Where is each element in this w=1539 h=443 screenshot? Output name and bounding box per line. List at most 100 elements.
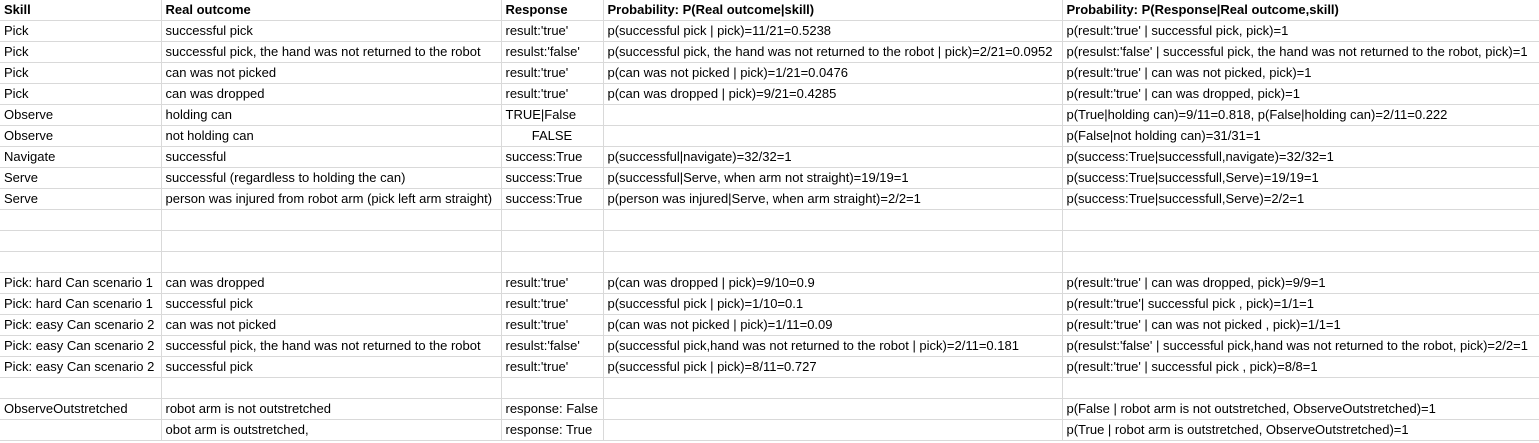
cell-skill[interactable]: Pick: easy Can scenario 2 [0,335,162,357]
cell-response[interactable]: resulst:'false' [501,41,604,63]
cell-prob-response[interactable]: p(result:'true' | successful pick , pick… [1062,356,1539,378]
cell-skill[interactable]: Observe [0,125,162,147]
cell-real-outcome[interactable]: successful pick [161,293,502,315]
cell-real-outcome[interactable]: successful [161,146,502,168]
cell-prob-response[interactable]: p(False|not holding can)=31/31=1 [1062,125,1539,147]
cell-skill[interactable]: Pick: easy Can scenario 2 [0,356,162,378]
cell-response[interactable]: result:'true' [501,20,604,42]
cell-response[interactable]: success:True [501,188,604,210]
cell-prob-response[interactable]: p(False | robot arm is not outstretched,… [1062,398,1539,420]
cell-prob-response[interactable]: p(success:True|successfull,Serve)=2/2=1 [1062,188,1539,210]
cell-prob-outcome[interactable] [603,419,1063,441]
cell-real-outcome[interactable]: holding can [161,104,502,126]
cell-prob-response[interactable]: p(result:'true' | can was not picked , p… [1062,314,1539,336]
cell-prob-response[interactable]: p(result:'true' | can was dropped, pick)… [1062,83,1539,105]
cell-prob-outcome[interactable]: p(person was injured|Serve, when arm str… [603,188,1063,210]
cell-prob-outcome[interactable] [603,209,1063,231]
cell-real-outcome[interactable] [161,230,502,252]
cell-prob-response[interactable] [1062,230,1539,252]
cell-skill[interactable]: Pick [0,62,162,84]
cell-response[interactable]: TRUE|False [501,104,604,126]
cell-skill[interactable] [0,419,162,441]
cell-response[interactable]: result:'true' [501,314,604,336]
cell-skill[interactable]: Serve [0,167,162,189]
cell-skill[interactable] [0,377,162,399]
cell-prob-response[interactable]: p(True|holding can)=9/11=0.818, p(False|… [1062,104,1539,126]
cell-prob-response[interactable]: p(resulst:'false' | successful pick,hand… [1062,335,1539,357]
cell-response[interactable]: result:'true' [501,62,604,84]
cell-skill[interactable]: Navigate [0,146,162,168]
cell-skill[interactable]: Pick [0,41,162,63]
cell-prob-outcome[interactable]: p(successful|Serve, when arm not straigh… [603,167,1063,189]
cell-prob-outcome[interactable]: p(successful pick, the hand was not retu… [603,41,1063,63]
cell-prob-outcome[interactable]: p(successful pick | pick)=8/11=0.727 [603,356,1063,378]
cell-prob-response[interactable]: p(True | robot arm is outstretched, Obse… [1062,419,1539,441]
cell-prob-response[interactable]: p(result:'true' | can was not picked, pi… [1062,62,1539,84]
header-prob-outcome[interactable]: Probability: P(Real outcome|skill) [603,0,1063,21]
cell-prob-outcome[interactable] [603,125,1063,147]
cell-real-outcome[interactable]: can was not picked [161,62,502,84]
cell-prob-outcome[interactable]: p(can was dropped | pick)=9/21=0.4285 [603,83,1063,105]
cell-prob-outcome[interactable] [603,251,1063,273]
cell-skill[interactable]: Pick: hard Can scenario 1 [0,293,162,315]
header-skill[interactable]: Skill [0,0,162,21]
cell-prob-response[interactable]: p(result:'true'| successful pick , pick)… [1062,293,1539,315]
cell-response[interactable] [501,377,604,399]
cell-real-outcome[interactable]: person was injured from robot arm (pick … [161,188,502,210]
cell-response[interactable]: FALSE [501,125,604,147]
cell-skill[interactable]: ObserveOutstretched [0,398,162,420]
cell-prob-outcome[interactable]: p(successful pick | pick)=1/10=0.1 [603,293,1063,315]
cell-prob-response[interactable]: p(result:'true' | successful pick, pick)… [1062,20,1539,42]
cell-skill[interactable] [0,230,162,252]
cell-prob-response[interactable]: p(resulst:'false' | successful pick, the… [1062,41,1539,63]
cell-response[interactable]: result:'true' [501,272,604,294]
header-response[interactable]: Response [501,0,604,21]
cell-prob-response[interactable]: p(result:'true' | can was dropped, pick)… [1062,272,1539,294]
cell-real-outcome[interactable]: can was not picked [161,314,502,336]
cell-prob-outcome[interactable]: p(can was dropped | pick)=9/10=0.9 [603,272,1063,294]
cell-prob-outcome[interactable] [603,104,1063,126]
cell-prob-response[interactable] [1062,209,1539,231]
cell-real-outcome[interactable]: successful pick, the hand was not return… [161,41,502,63]
cell-real-outcome[interactable]: robot arm is not outstretched [161,398,502,420]
cell-prob-response[interactable]: p(success:True|successfull,navigate)=32/… [1062,146,1539,168]
cell-prob-outcome[interactable]: p(can was not picked | pick)=1/21=0.0476 [603,62,1063,84]
cell-skill[interactable]: Observe [0,104,162,126]
cell-skill[interactable]: Pick [0,20,162,42]
cell-response[interactable]: response: False [501,398,604,420]
cell-real-outcome[interactable]: can was dropped [161,83,502,105]
cell-real-outcome[interactable]: not holding can [161,125,502,147]
header-prob-response[interactable]: Probability: P(Response|Real outcome,ski… [1062,0,1539,21]
cell-prob-outcome[interactable]: p(successful|navigate)=32/32=1 [603,146,1063,168]
header-real-outcome[interactable]: Real outcome [161,0,502,21]
cell-prob-outcome[interactable]: p(successful pick,hand was not returned … [603,335,1063,357]
cell-skill[interactable]: Pick [0,83,162,105]
cell-response[interactable]: result:'true' [501,356,604,378]
cell-real-outcome[interactable]: successful pick [161,356,502,378]
cell-prob-response[interactable] [1062,251,1539,273]
cell-real-outcome[interactable]: can was dropped [161,272,502,294]
cell-real-outcome[interactable] [161,251,502,273]
cell-prob-response[interactable]: p(success:True|successfull,Serve)=19/19=… [1062,167,1539,189]
cell-response[interactable]: response: True [501,419,604,441]
cell-skill[interactable] [0,209,162,231]
cell-real-outcome[interactable]: successful (regardless to holding the ca… [161,167,502,189]
cell-prob-outcome[interactable] [603,377,1063,399]
cell-response[interactable]: result:'true' [501,293,604,315]
cell-skill[interactable]: Pick: easy Can scenario 2 [0,314,162,336]
cell-skill[interactable]: Serve [0,188,162,210]
cell-response[interactable]: success:True [501,167,604,189]
cell-response[interactable]: success:True [501,146,604,168]
cell-prob-outcome[interactable] [603,398,1063,420]
cell-real-outcome[interactable] [161,377,502,399]
cell-real-outcome[interactable] [161,209,502,231]
cell-response[interactable] [501,209,604,231]
cell-response[interactable]: resulst:'false' [501,335,604,357]
cell-response[interactable]: result:'true' [501,83,604,105]
cell-real-outcome[interactable]: successful pick [161,20,502,42]
cell-prob-outcome[interactable] [603,230,1063,252]
cell-real-outcome[interactable]: successful pick, the hand was not return… [161,335,502,357]
cell-prob-response[interactable] [1062,377,1539,399]
cell-response[interactable] [501,230,604,252]
cell-prob-outcome[interactable]: p(can was not picked | pick)=1/11=0.09 [603,314,1063,336]
